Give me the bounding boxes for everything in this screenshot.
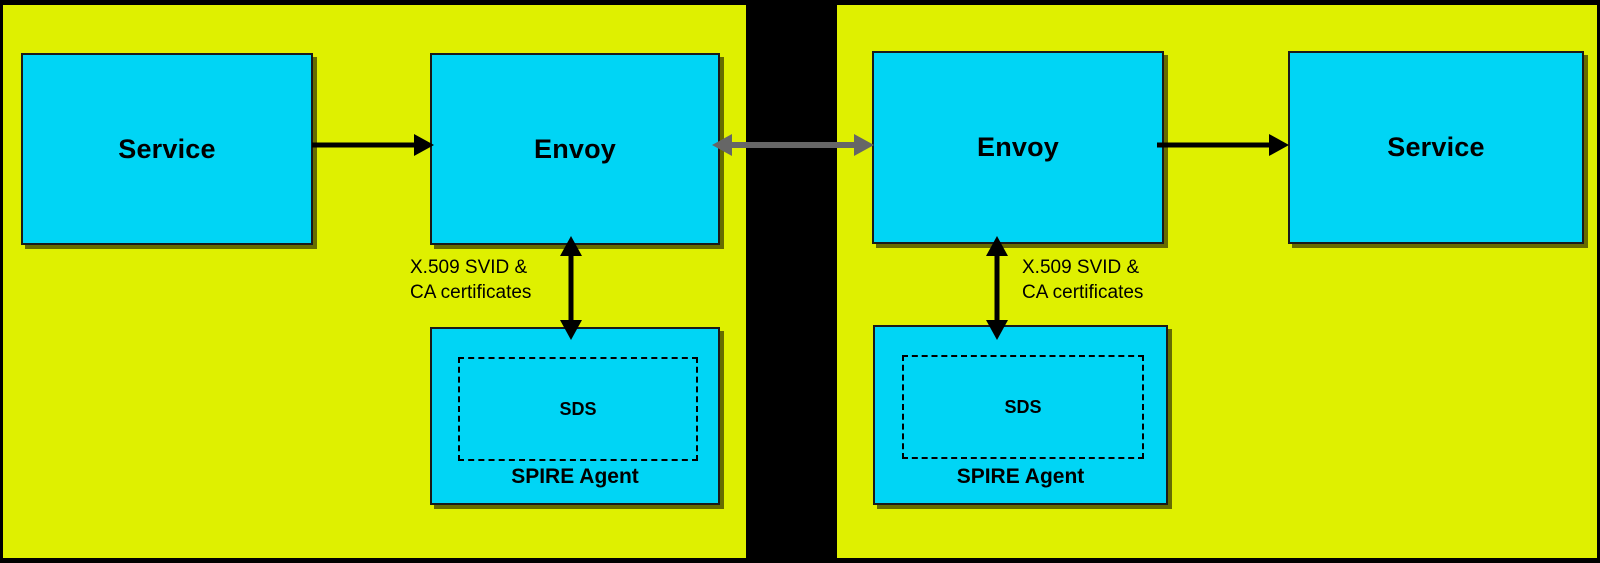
arrow-envoy-to-spire-agent-left — [560, 236, 582, 340]
service-node-right[interactable]: Service — [1288, 51, 1584, 244]
sds-subcomponent-right[interactable]: SDS — [902, 355, 1144, 459]
service-node-left-label: Service — [118, 133, 216, 164]
spire-agent-node-right[interactable]: SDS SPIRE Agent — [873, 325, 1168, 505]
arrow-envoy-to-service-right — [1157, 134, 1289, 156]
sds-subcomponent-left[interactable]: SDS — [458, 357, 698, 461]
sds-subcomponent-right-label: SDS — [1004, 396, 1042, 417]
spire-agent-node-right-label: SPIRE Agent — [956, 465, 1085, 488]
arrow-envoy-to-spire-agent-right — [986, 236, 1008, 340]
svid-edge-label-left: X.509 SVID & CA certificates — [410, 257, 532, 304]
right-trust-domain-panel: Envoy Service SDS SPIRE Agent — [834, 2, 1600, 561]
spire-agent-node-left-label: SPIRE Agent — [511, 465, 639, 488]
envoy-node-left[interactable]: Envoy — [430, 53, 720, 245]
arrow-envoy-to-envoy-mtls — [712, 134, 874, 156]
spire-agent-node-left[interactable]: SDS SPIRE Agent — [430, 327, 720, 505]
envoy-node-right[interactable]: Envoy — [872, 51, 1164, 244]
sds-subcomponent-left-label: SDS — [559, 398, 597, 419]
arrow-service-to-envoy-left — [312, 134, 434, 156]
service-node-left[interactable]: Service — [21, 53, 313, 245]
service-node-right-label: Service — [1387, 132, 1485, 162]
envoy-node-right-label: Envoy — [976, 132, 1060, 162]
svid-edge-label-right: X.509 SVID & CA certificates — [1022, 257, 1144, 304]
envoy-node-left-label: Envoy — [533, 133, 617, 164]
left-trust-domain-panel: Service Envoy SDS SPIRE Agent — [0, 2, 749, 561]
